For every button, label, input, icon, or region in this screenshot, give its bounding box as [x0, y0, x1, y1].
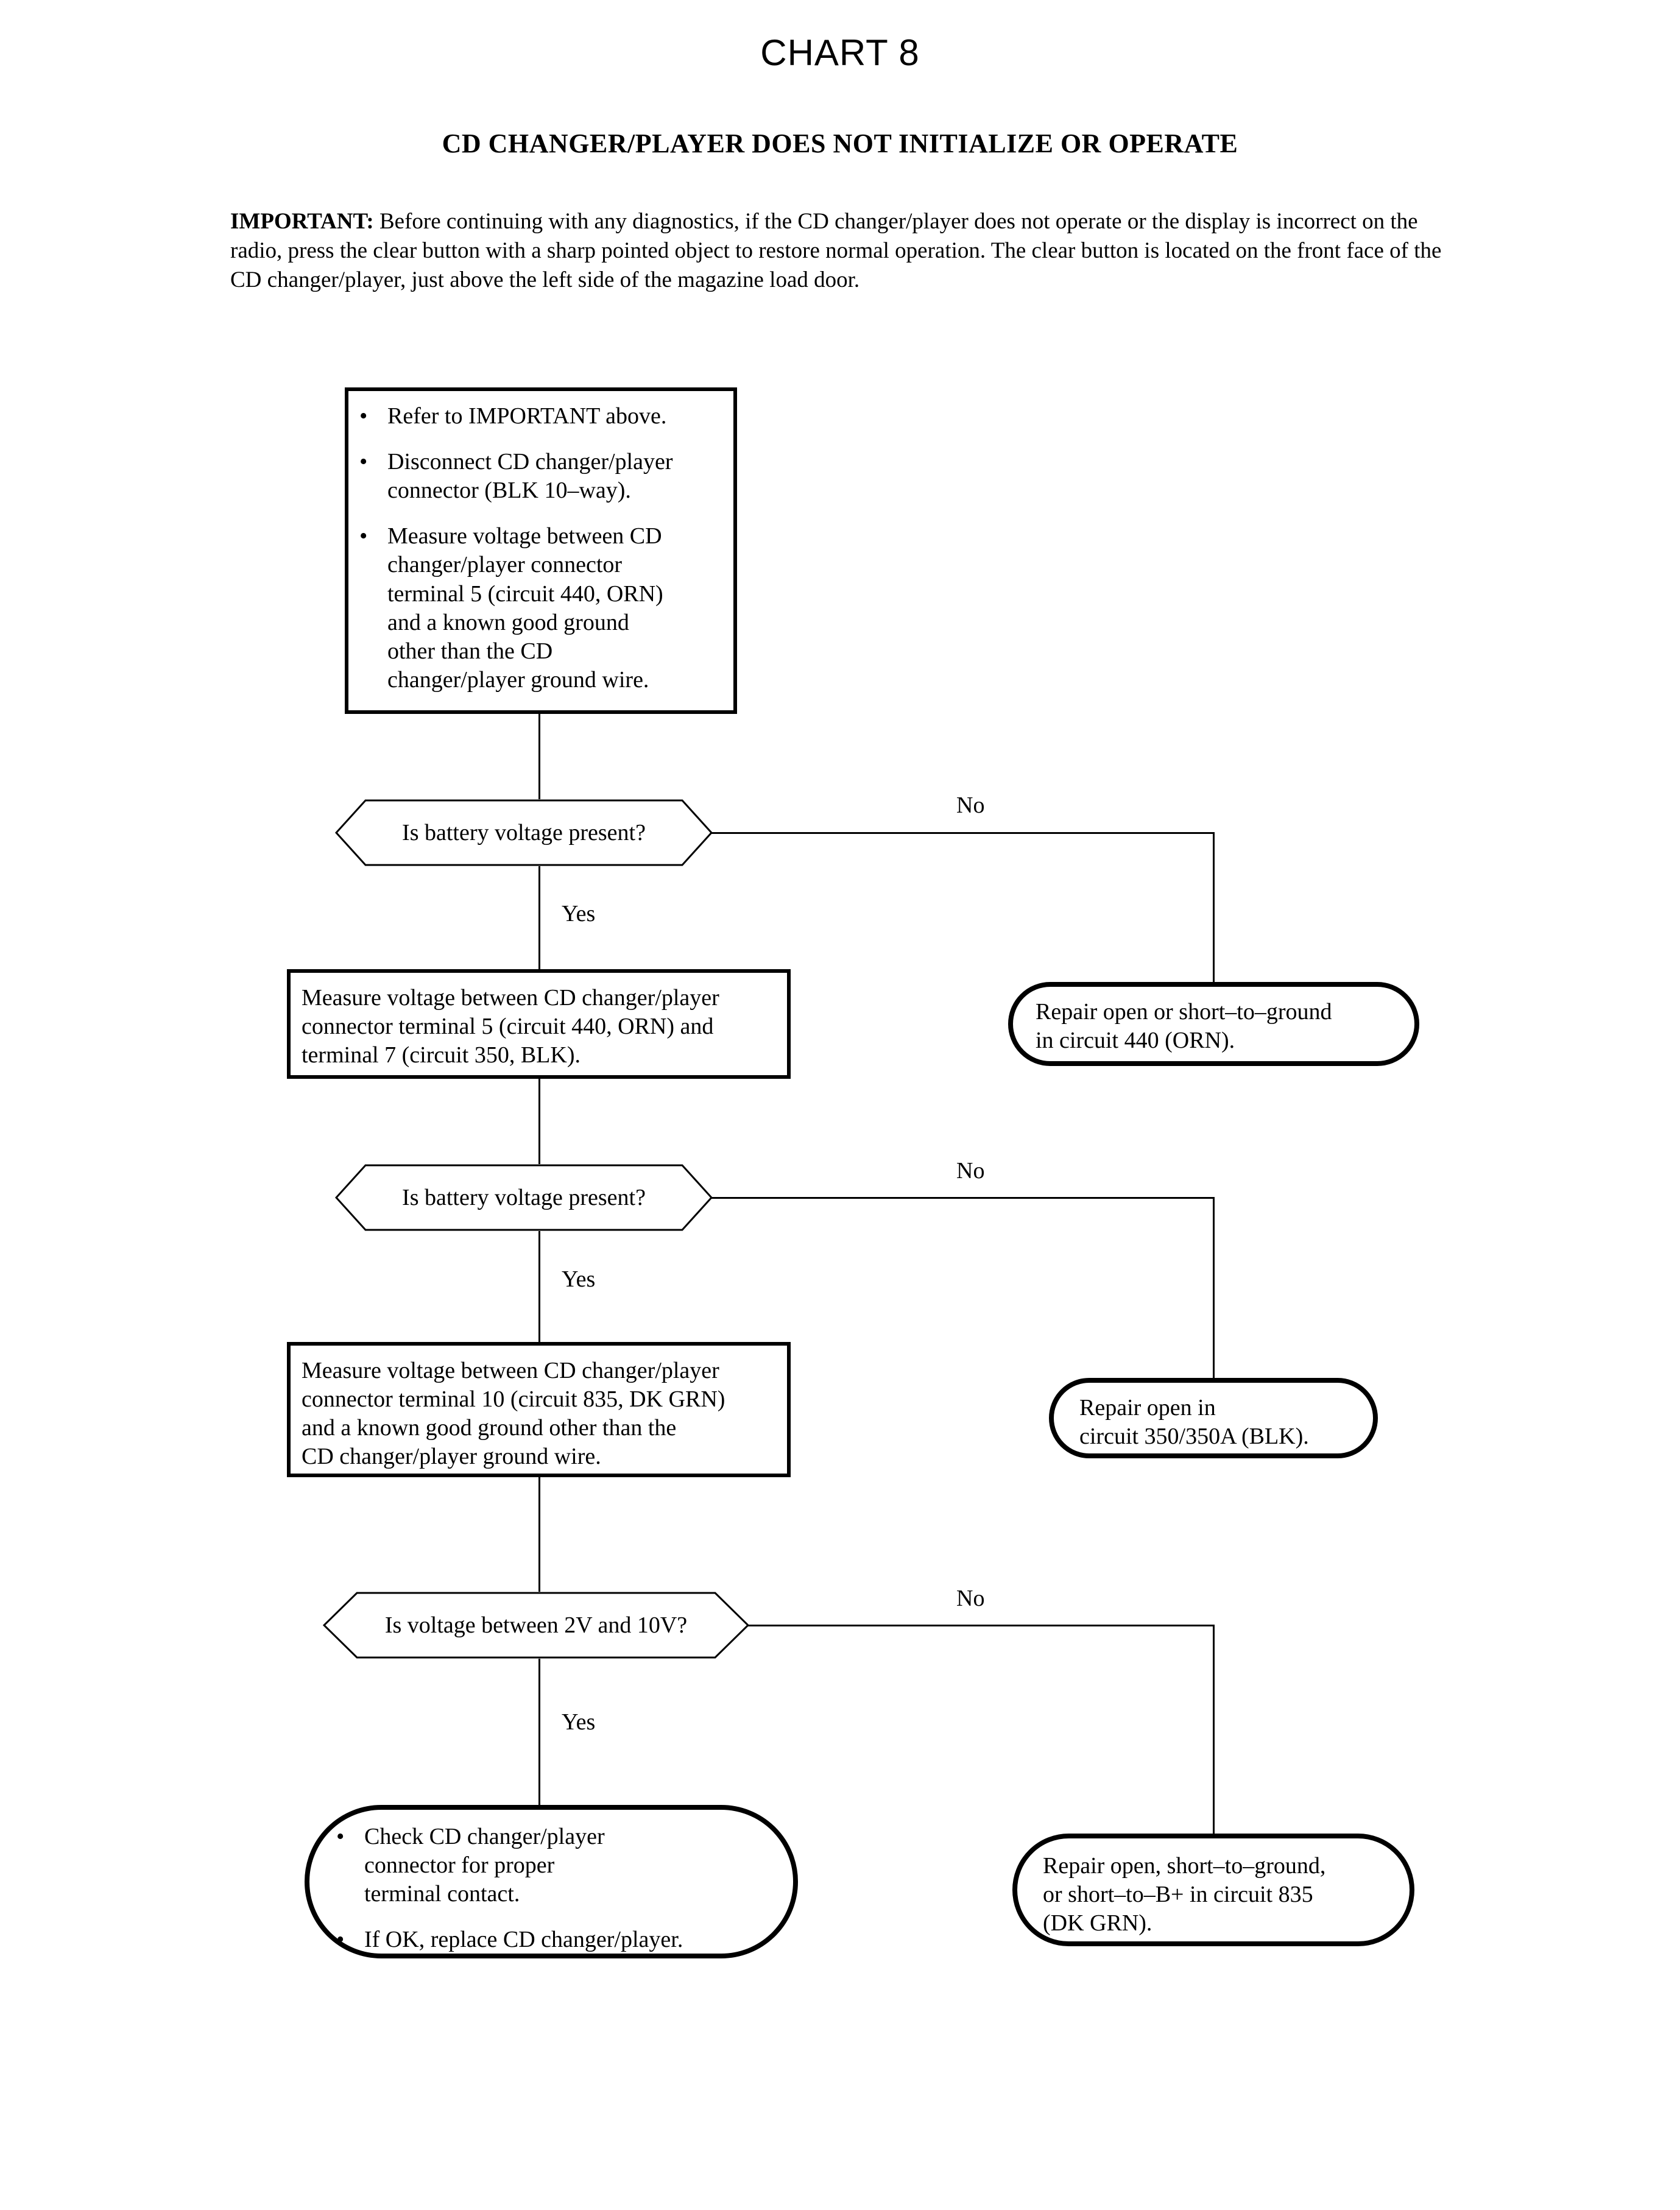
terminal4-label: Repair open, short–to–ground, or short–t… [1043, 1853, 1326, 1936]
decision1-yes-label: Yes [562, 901, 596, 927]
decision2-no-label: No [956, 1158, 985, 1184]
important-note: IMPORTANT: Before continuing with any di… [230, 207, 1449, 295]
decision2-hexagon-shape [335, 1164, 713, 1231]
decision3-yes-label: Yes [562, 1709, 596, 1735]
list-item: • If OK, replace CD changer/player. [336, 1926, 775, 1954]
connector-decision2-no-vertical [1213, 1197, 1215, 1380]
terminal2-label: Repair open in circuit 350/350A (BLK). [1079, 1395, 1309, 1450]
connector-decision2-no-horizontal [711, 1197, 1214, 1199]
decision2-label: Is battery voltage present? [402, 1185, 646, 1210]
connector-step2-to-decision2 [538, 1079, 540, 1164]
connector-decision2-yes-vertical [538, 1231, 540, 1344]
bullet-icon: • [336, 1927, 345, 1953]
page-title: CHART 8 [760, 32, 920, 73]
terminal4-rounded-box [1012, 1834, 1414, 1946]
decision1-no-label: No [956, 793, 985, 818]
step2-process-box [287, 969, 791, 1079]
list-item-label: If OK, replace CD changer/player. [364, 1927, 683, 1953]
list-item-label: Disconnect CD changer/player connector (… [387, 449, 673, 504]
important-body: Before continuing with any diagnostics, … [230, 209, 1442, 293]
bullet-icon: • [336, 1824, 345, 1849]
decision3-hexagon: Is voltage between 2V and 10V? [323, 1592, 749, 1659]
terminal1-label: Repair open or short–to–ground in circui… [1036, 999, 1332, 1054]
connector-decision1-yes-vertical [538, 866, 540, 971]
bullet-icon: • [359, 403, 368, 429]
step2-label: Measure voltage between CD changer/playe… [302, 985, 719, 1068]
decision3-no-label: No [956, 1586, 985, 1611]
terminal2-rounded-box [1049, 1378, 1378, 1458]
list-item: • Check CD changer/player connector for … [336, 1823, 775, 1908]
connector-decision3-yes-vertical [538, 1659, 540, 1811]
step3-process-box [287, 1342, 791, 1477]
list-item: • Refer to IMPORTANT above. [359, 402, 725, 431]
connector-decision1-no-vertical [1213, 832, 1215, 1003]
terminal3-bullet-list: • Check CD changer/player connector for … [336, 1823, 775, 1954]
step1-process-box [345, 387, 737, 714]
decision2-yes-label: Yes [562, 1266, 596, 1292]
connector-decision3-no-horizontal [748, 1625, 1214, 1626]
list-item: • Disconnect CD changer/player connector… [359, 448, 725, 505]
terminal1-rounded-box [1008, 982, 1419, 1066]
important-label: IMPORTANT: [230, 209, 374, 234]
decision1-hexagon-shape [335, 799, 713, 866]
list-item-label: Check CD changer/player connector for pr… [364, 1824, 605, 1907]
terminal3-rounded-box [305, 1805, 798, 1958]
list-item: • Measure voltage between CD changer/pla… [359, 522, 725, 694]
page-subtitle: CD CHANGER/PLAYER DOES NOT INITIALIZE OR… [442, 129, 1238, 158]
decision3-label: Is voltage between 2V and 10V? [384, 1612, 688, 1638]
connector-decision1-no-horizontal [711, 832, 1214, 834]
step1-bullet-list: • Refer to IMPORTANT above. • Disconnect… [359, 402, 725, 694]
decision3-hexagon-shape [323, 1592, 749, 1659]
decision1-label: Is battery voltage present? [402, 820, 646, 846]
step3-label: Measure voltage between CD changer/playe… [302, 1358, 725, 1470]
connector-step3-to-decision3 [538, 1477, 540, 1592]
decision2-hexagon: Is battery voltage present? [335, 1164, 713, 1231]
bullet-icon: • [359, 523, 368, 549]
decision1-hexagon: Is battery voltage present? [335, 799, 713, 866]
list-item-label: Measure voltage between CD changer/playe… [387, 523, 663, 693]
bullet-icon: • [359, 449, 368, 475]
connector-step1-to-decision1 [538, 714, 540, 799]
connector-decision3-no-vertical [1213, 1625, 1215, 1847]
list-item-label: Refer to IMPORTANT above. [387, 403, 667, 429]
